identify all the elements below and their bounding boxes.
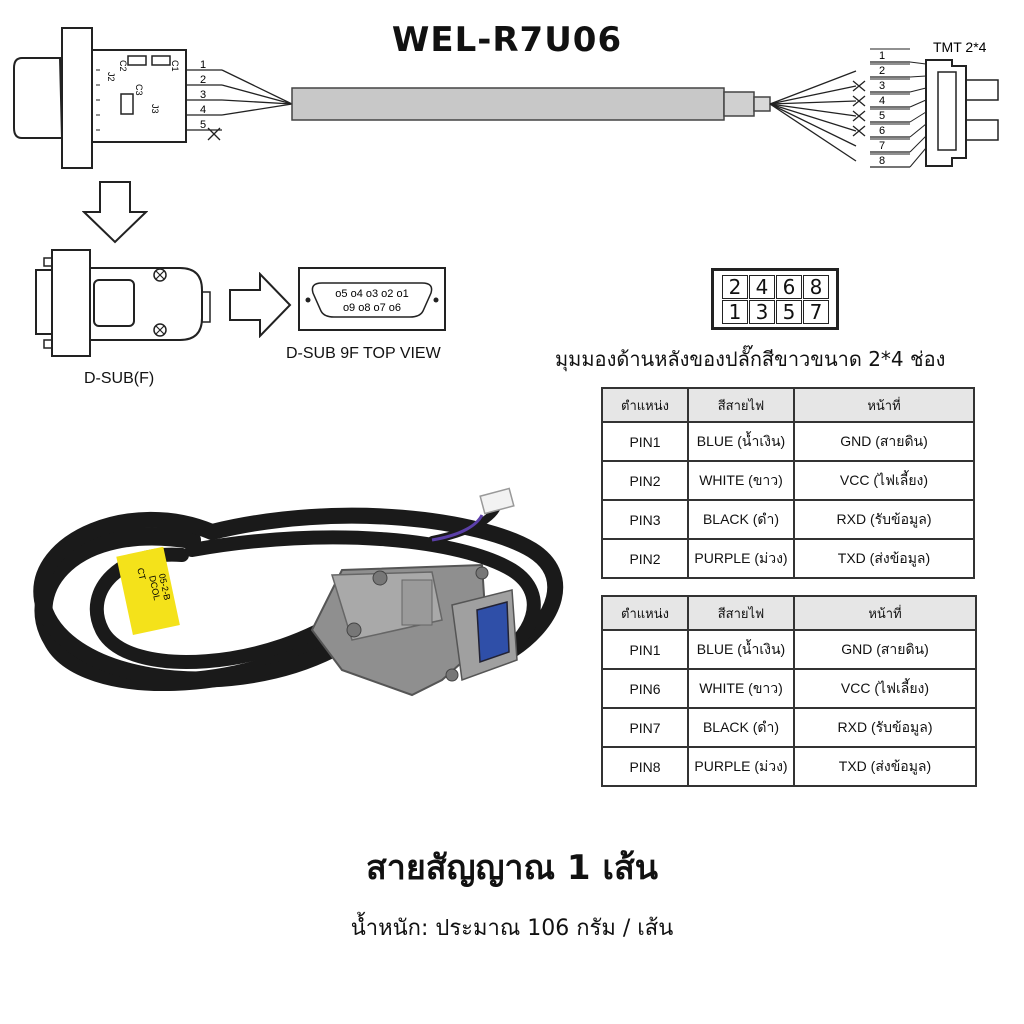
tmt-connector [925, 59, 999, 167]
table-cell: BLACK (ดำ) [687, 707, 795, 748]
right-pin-number: 6 [879, 125, 885, 137]
cable-photo: CT DCOL 05-2-B [33, 487, 564, 697]
dsub-top-view-label: D-SUB 9F TOP VIEW [286, 345, 441, 362]
table-row: PIN7 BLACK (ดำ) RXD (รับข้อมูล) [601, 707, 977, 748]
plug-cell: 1 [722, 300, 748, 324]
table-cell: PIN1 [601, 421, 689, 462]
table-row: PIN2 PURPLE (ม่วง) TXD (ส่งข้อมูล) [601, 538, 975, 579]
table-cell: RXD (รับข้อมูล) [793, 707, 977, 748]
wiring-diagram: J2 C2 C1 C3 J3 1 2 3 4 5 1 2 3 4 5 6 7 8 TMT 2*4 [13, 27, 999, 169]
table-cell: VCC (ไฟเลี้ยง) [793, 668, 977, 709]
left-pin-number: 1 [200, 59, 206, 71]
table-cell: TXD (ส่งข้อมูล) [793, 746, 977, 787]
plug-caption: มุมมองด้านหลังของปลั๊กสีขาวขนาด 2*4 ช่อง [555, 347, 946, 371]
table-row: PIN1 BLUE (น้ำเงิน) GND (สายดิน) [601, 629, 977, 670]
column-header: สีสายไฟ [687, 387, 795, 423]
left-pin-lines: 1 2 3 4 5 [186, 59, 293, 141]
plug-cell: 4 [749, 275, 775, 299]
board-label: J2 [106, 72, 116, 82]
right-pin-number: 7 [879, 140, 885, 152]
left-pin-number: 4 [200, 104, 206, 116]
board-label: J3 [150, 104, 160, 114]
table-cell: BLUE (น้ำเงิน) [687, 421, 795, 462]
table-cell: WHITE (ขาว) [687, 460, 795, 501]
column-header: ตำแหน่ง [601, 595, 689, 631]
table-cell: WHITE (ขาว) [687, 668, 795, 709]
diagram-title: WEL-R7U06 [391, 20, 623, 60]
table-cell: VCC (ไฟเลี้ยง) [793, 460, 975, 501]
table-cell: PIN2 [601, 538, 689, 579]
table-cell: RXD (รับข้อมูล) [793, 499, 975, 540]
table-row: PIN1 BLUE (น้ำเงิน) GND (สายดิน) [601, 421, 975, 462]
table-row: PIN3 BLACK (ดำ) RXD (รับข้อมูล) [601, 499, 975, 540]
left-pin-number: 5 [200, 119, 206, 131]
table-cell: PIN6 [601, 668, 689, 709]
table-cell: PIN2 [601, 460, 689, 501]
right-pin-number: 1 [879, 50, 885, 62]
plug-cell: 6 [776, 275, 802, 299]
table-cell: PIN1 [601, 629, 689, 670]
pin-table-dsub: ตำแหน่ง สีสายไฟ หน้าที่ PIN1 BLUE (น้ำเง… [601, 387, 975, 579]
plug-cell: 2 [722, 275, 748, 299]
column-header: หน้าที่ [793, 387, 975, 423]
plug-cell: 3 [749, 300, 775, 324]
right-arrow-icon [229, 272, 292, 338]
dsub-label: D-SUB(F) [84, 370, 155, 387]
cable-body [291, 87, 725, 121]
column-header: สีสายไฟ [687, 595, 795, 631]
left-connector: J2 C2 C1 C3 J3 [13, 27, 187, 169]
board-label: C2 [118, 60, 128, 72]
table-cell: BLACK (ดำ) [687, 499, 795, 540]
board-label: C1 [170, 60, 180, 72]
right-pin-number: 4 [879, 95, 885, 107]
dsub-top-pins: o5 o4 o3 o2 o1 [335, 288, 408, 300]
column-header: ตำแหน่ง [601, 387, 689, 423]
table-row: PIN6 WHITE (ขาว) VCC (ไฟเลี้ยง) [601, 668, 977, 709]
board-label: C3 [134, 84, 144, 96]
dsub-bottom-pins: o9 o8 o7 o6 [343, 302, 401, 314]
tag-text: CT [135, 567, 147, 581]
table-cell: BLUE (น้ำเงิน) [687, 629, 795, 670]
dsub-female-drawing [35, 249, 211, 357]
right-pin-number: 3 [879, 80, 885, 92]
plug-cell: 7 [803, 300, 829, 324]
table-cell: PURPLE (ม่วง) [687, 538, 795, 579]
right-pin-lines: 1 2 3 4 5 6 7 8 [769, 48, 927, 168]
table-cell: TXD (ส่งข้อมูล) [793, 538, 975, 579]
left-pin-number: 2 [200, 74, 206, 86]
dsub-top-view: o5 o4 o3 o2 o1 o9 o8 o7 o6 [298, 267, 446, 331]
table-cell: PURPLE (ม่วง) [687, 746, 795, 787]
right-pin-number: 8 [879, 155, 885, 167]
tmt-label: TMT 2*4 [933, 39, 987, 55]
product-caption: สายสัญญาณ 1 เส้น [365, 848, 659, 888]
right-pin-number: 5 [879, 110, 885, 122]
left-pin-number: 3 [200, 89, 206, 101]
down-arrow-icon [82, 181, 148, 244]
plug-cell: 5 [776, 300, 802, 324]
weight-text: น้ำหนัก: ประมาณ 106 กรัม / เส้น [350, 916, 674, 941]
table-cell: PIN3 [601, 499, 689, 540]
column-header: หน้าที่ [793, 595, 977, 631]
table-cell: GND (สายดิน) [793, 421, 975, 462]
right-pin-number: 2 [879, 65, 885, 77]
plug-cell: 8 [803, 275, 829, 299]
table-cell: PIN8 [601, 746, 689, 787]
table-cell: GND (สายดิน) [793, 629, 977, 670]
table-cell: PIN7 [601, 707, 689, 748]
pin-table-tmt: ตำแหน่ง สีสายไฟ หน้าที่ PIN1 BLUE (น้ำเง… [601, 595, 977, 787]
table-row: PIN8 PURPLE (ม่วง) TXD (ส่งข้อมูล) [601, 746, 977, 787]
table-row: PIN2 WHITE (ขาว) VCC (ไฟเลี้ยง) [601, 460, 975, 501]
cable-sleeve [723, 91, 755, 117]
